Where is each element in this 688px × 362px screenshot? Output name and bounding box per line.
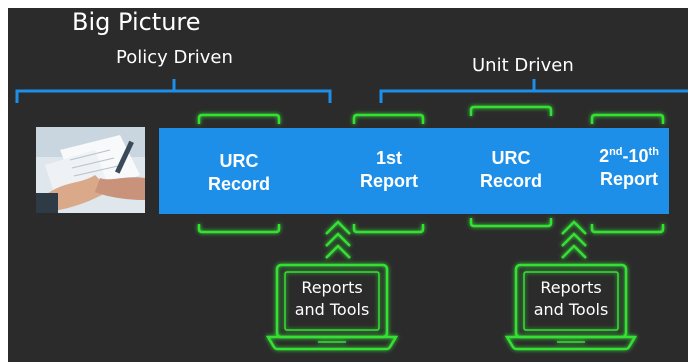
unit-driven-bracket xyxy=(379,79,688,103)
step-highlights xyxy=(197,105,665,234)
policy-driven-bracket xyxy=(15,79,332,103)
step-range: 2nd-10th xyxy=(582,145,676,168)
step-line2: Record xyxy=(479,171,542,191)
step-line2: Record xyxy=(207,174,270,194)
slide-title: Big Picture xyxy=(72,8,201,36)
step-line1: 1st xyxy=(375,148,402,168)
laptop-label-right: Reports and Tools xyxy=(524,277,618,321)
step-line1: URC xyxy=(219,151,259,171)
up-chevrons-left xyxy=(325,220,351,259)
step-first-report: 1st Report xyxy=(344,147,434,193)
process-band xyxy=(159,128,669,214)
step-range-end-sup: th xyxy=(648,146,659,158)
step-range-start-sup: nd xyxy=(609,146,623,158)
laptop-icon-right xyxy=(504,263,638,351)
step-range-start: 2 xyxy=(599,146,610,166)
step-urc-record-2: URC Record xyxy=(466,147,556,193)
step-line2: Report xyxy=(360,171,418,191)
step-line1: URC xyxy=(491,148,531,168)
laptop-icon-left xyxy=(265,263,399,351)
laptop-line1: Reports xyxy=(301,278,363,297)
step-line2: Report xyxy=(600,169,658,189)
handshake-contract-photo xyxy=(36,127,145,213)
laptop-line2: and Tools xyxy=(294,300,370,319)
up-chevrons-right xyxy=(561,220,587,259)
policy-driven-label: Policy Driven xyxy=(116,47,233,68)
laptop-line1: Reports xyxy=(540,278,602,297)
laptop-line2: and Tools xyxy=(533,300,609,319)
step-range-mid: -10 xyxy=(622,146,649,166)
unit-driven-label: Unit Driven xyxy=(472,55,574,76)
step-urc-record-1: URC Record xyxy=(194,150,284,196)
step-2nd-10th-report: 2nd-10th Report xyxy=(582,145,676,191)
laptop-label-left: Reports and Tools xyxy=(285,277,379,321)
